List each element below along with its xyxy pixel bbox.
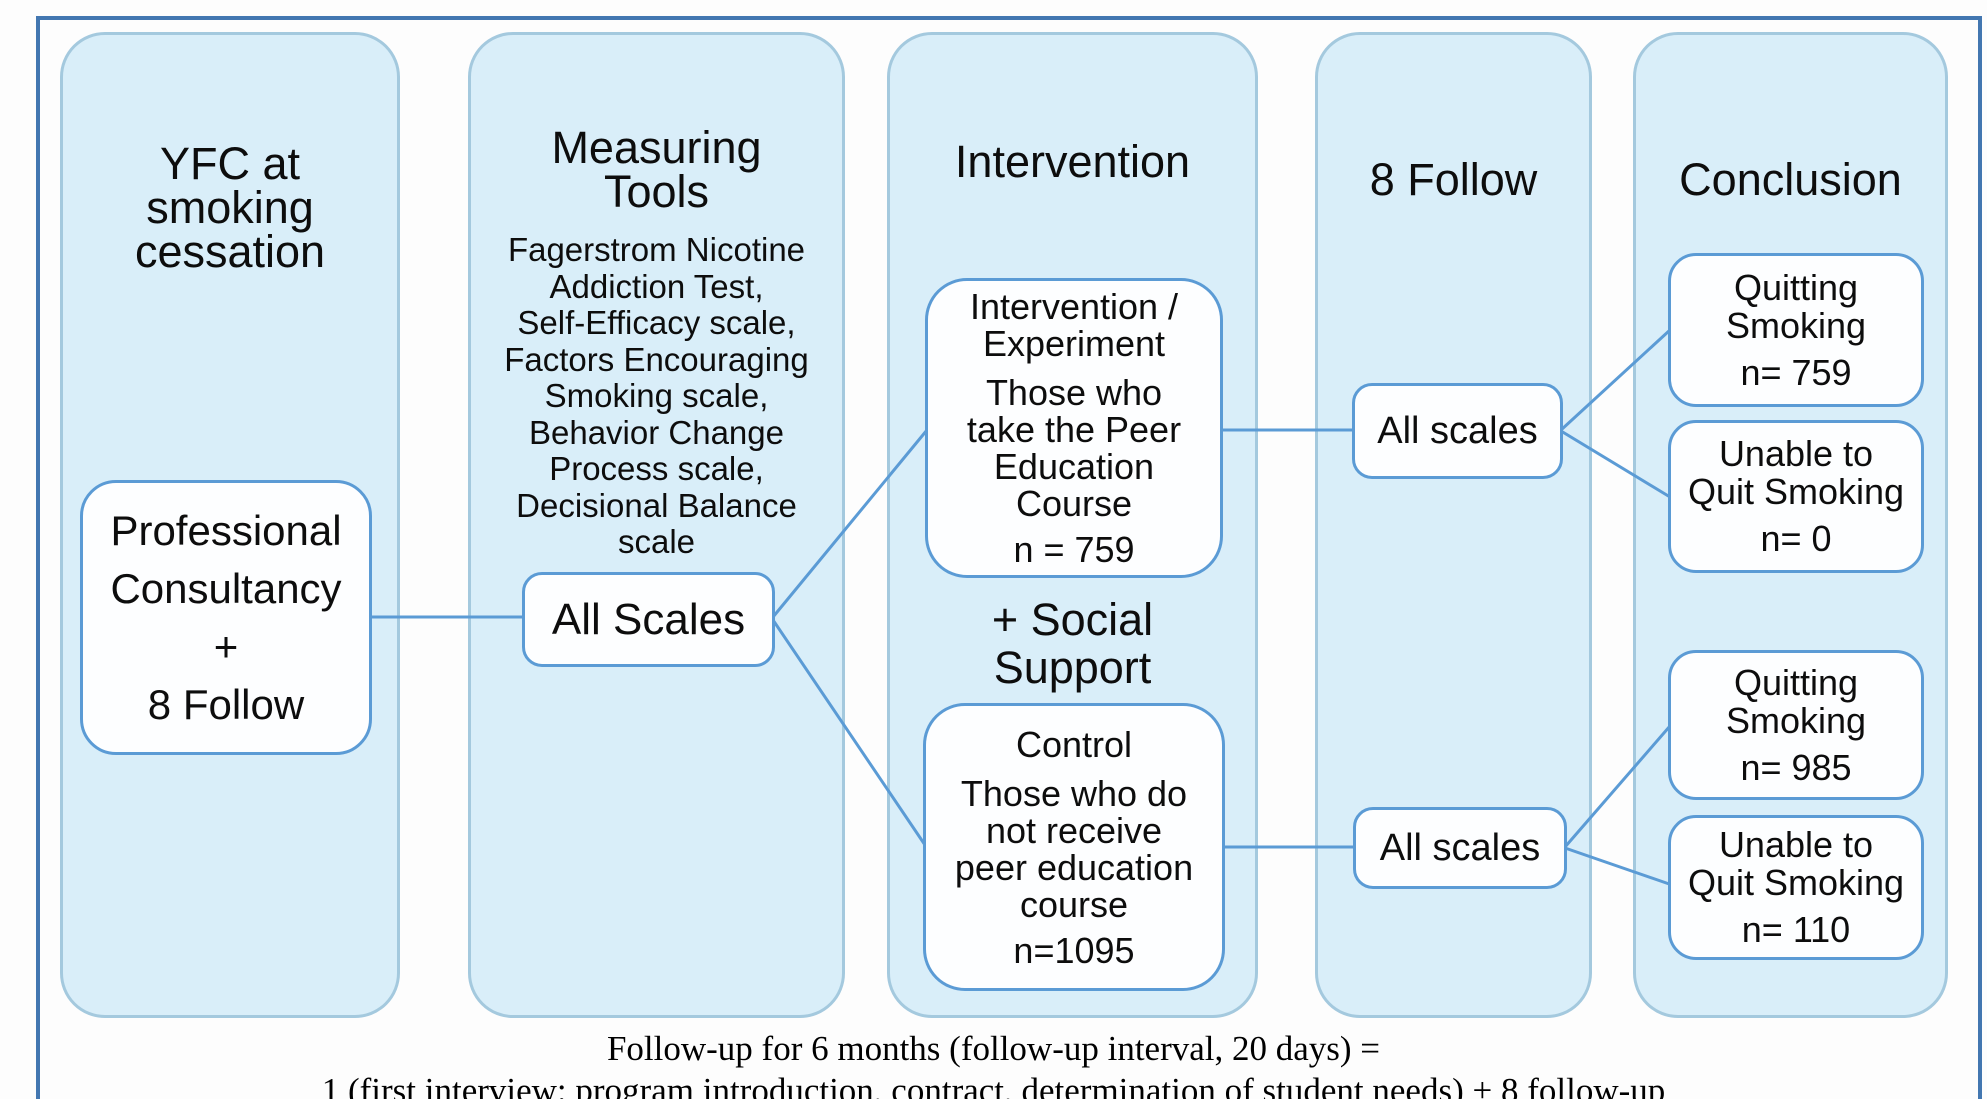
outcome-unable-0-node: Unable to Quit Smoking n= 0 (1668, 420, 1924, 573)
connector-followbottom-to-noquit110 (1563, 846, 1677, 888)
tools-list: Fagerstrom Nicotine Addiction Test, Self… (504, 231, 809, 560)
control-heading: Control (1015, 723, 1133, 765)
connector-followtop-to-noquit0 (1559, 429, 1672, 499)
outer-border (36, 16, 1982, 1099)
column-title-intervention: Intervention (954, 136, 1191, 187)
footer-line-1: Follow-up for 6 months (follow-up interv… (606, 1029, 1381, 1068)
outcome-label: Quitting Smoking (1725, 661, 1867, 741)
outcome-unable-110-node: Unable to Quit Smoking n= 110 (1668, 815, 1924, 960)
column-title-measuring-tools: Measuring Tools (551, 122, 762, 217)
professional-consultancy-node: Professional Consultancy + 8 Follow (80, 480, 372, 755)
follow-all-scales-bottom-text: All scales (1379, 826, 1541, 869)
control-node: Control Those who do not receive peer ed… (923, 703, 1225, 991)
all-scales-node: All Scales (522, 572, 775, 667)
outcome-label: Unable to Quit Smoking (1687, 433, 1905, 512)
outcome-quitting-759-node: Quitting Smoking n= 759 (1668, 253, 1924, 407)
connector-allscales-to-experiment (771, 428, 929, 619)
experiment-heading: Intervention / Experiment (969, 286, 1179, 364)
control-body: Those who do not receive peer education … (954, 772, 1194, 925)
column-title-conclusion: Conclusion (1679, 154, 1902, 205)
follow-all-scales-top-text: All scales (1377, 409, 1538, 452)
social-support-label: + Social Support (991, 594, 1154, 693)
outcome-n: n= 110 (1741, 909, 1851, 950)
experiment-body: Those who take the Peer Education Course (966, 372, 1182, 524)
outcome-n: n= 985 (1740, 746, 1852, 788)
panel-measuring-tools (468, 32, 845, 1018)
connector-allscales-to-control (771, 618, 927, 847)
outcome-n: n= 0 (1760, 518, 1832, 559)
all-scales-text: All Scales (551, 594, 746, 644)
outcome-quitting-985-node: Quitting Smoking n= 985 (1668, 650, 1924, 800)
follow-all-scales-top-node: All scales (1352, 383, 1563, 479)
follow-all-scales-bottom-node: All scales (1353, 807, 1567, 889)
footer-line-2: 1 (first interview: program introduction… (321, 1071, 1666, 1099)
outcome-label: Unable to Quit Smoking (1687, 824, 1905, 903)
outcome-label: Quitting Smoking (1725, 266, 1867, 346)
control-n: n=1095 (1013, 929, 1135, 971)
connector-followbottom-to-quit985 (1563, 724, 1672, 849)
experiment-node: Intervention / Experiment Those who take… (925, 278, 1223, 578)
column-title-follow: 8 Follow (1369, 154, 1538, 205)
outcome-n: n= 759 (1740, 351, 1852, 393)
column-title-yfc: YFC at smoking cessation (134, 138, 326, 277)
connector-followtop-to-quit759 (1559, 328, 1672, 432)
experiment-n: n = 759 (1013, 529, 1135, 570)
professional-consultancy-text: Professional Consultancy + 8 Follow (110, 506, 342, 728)
